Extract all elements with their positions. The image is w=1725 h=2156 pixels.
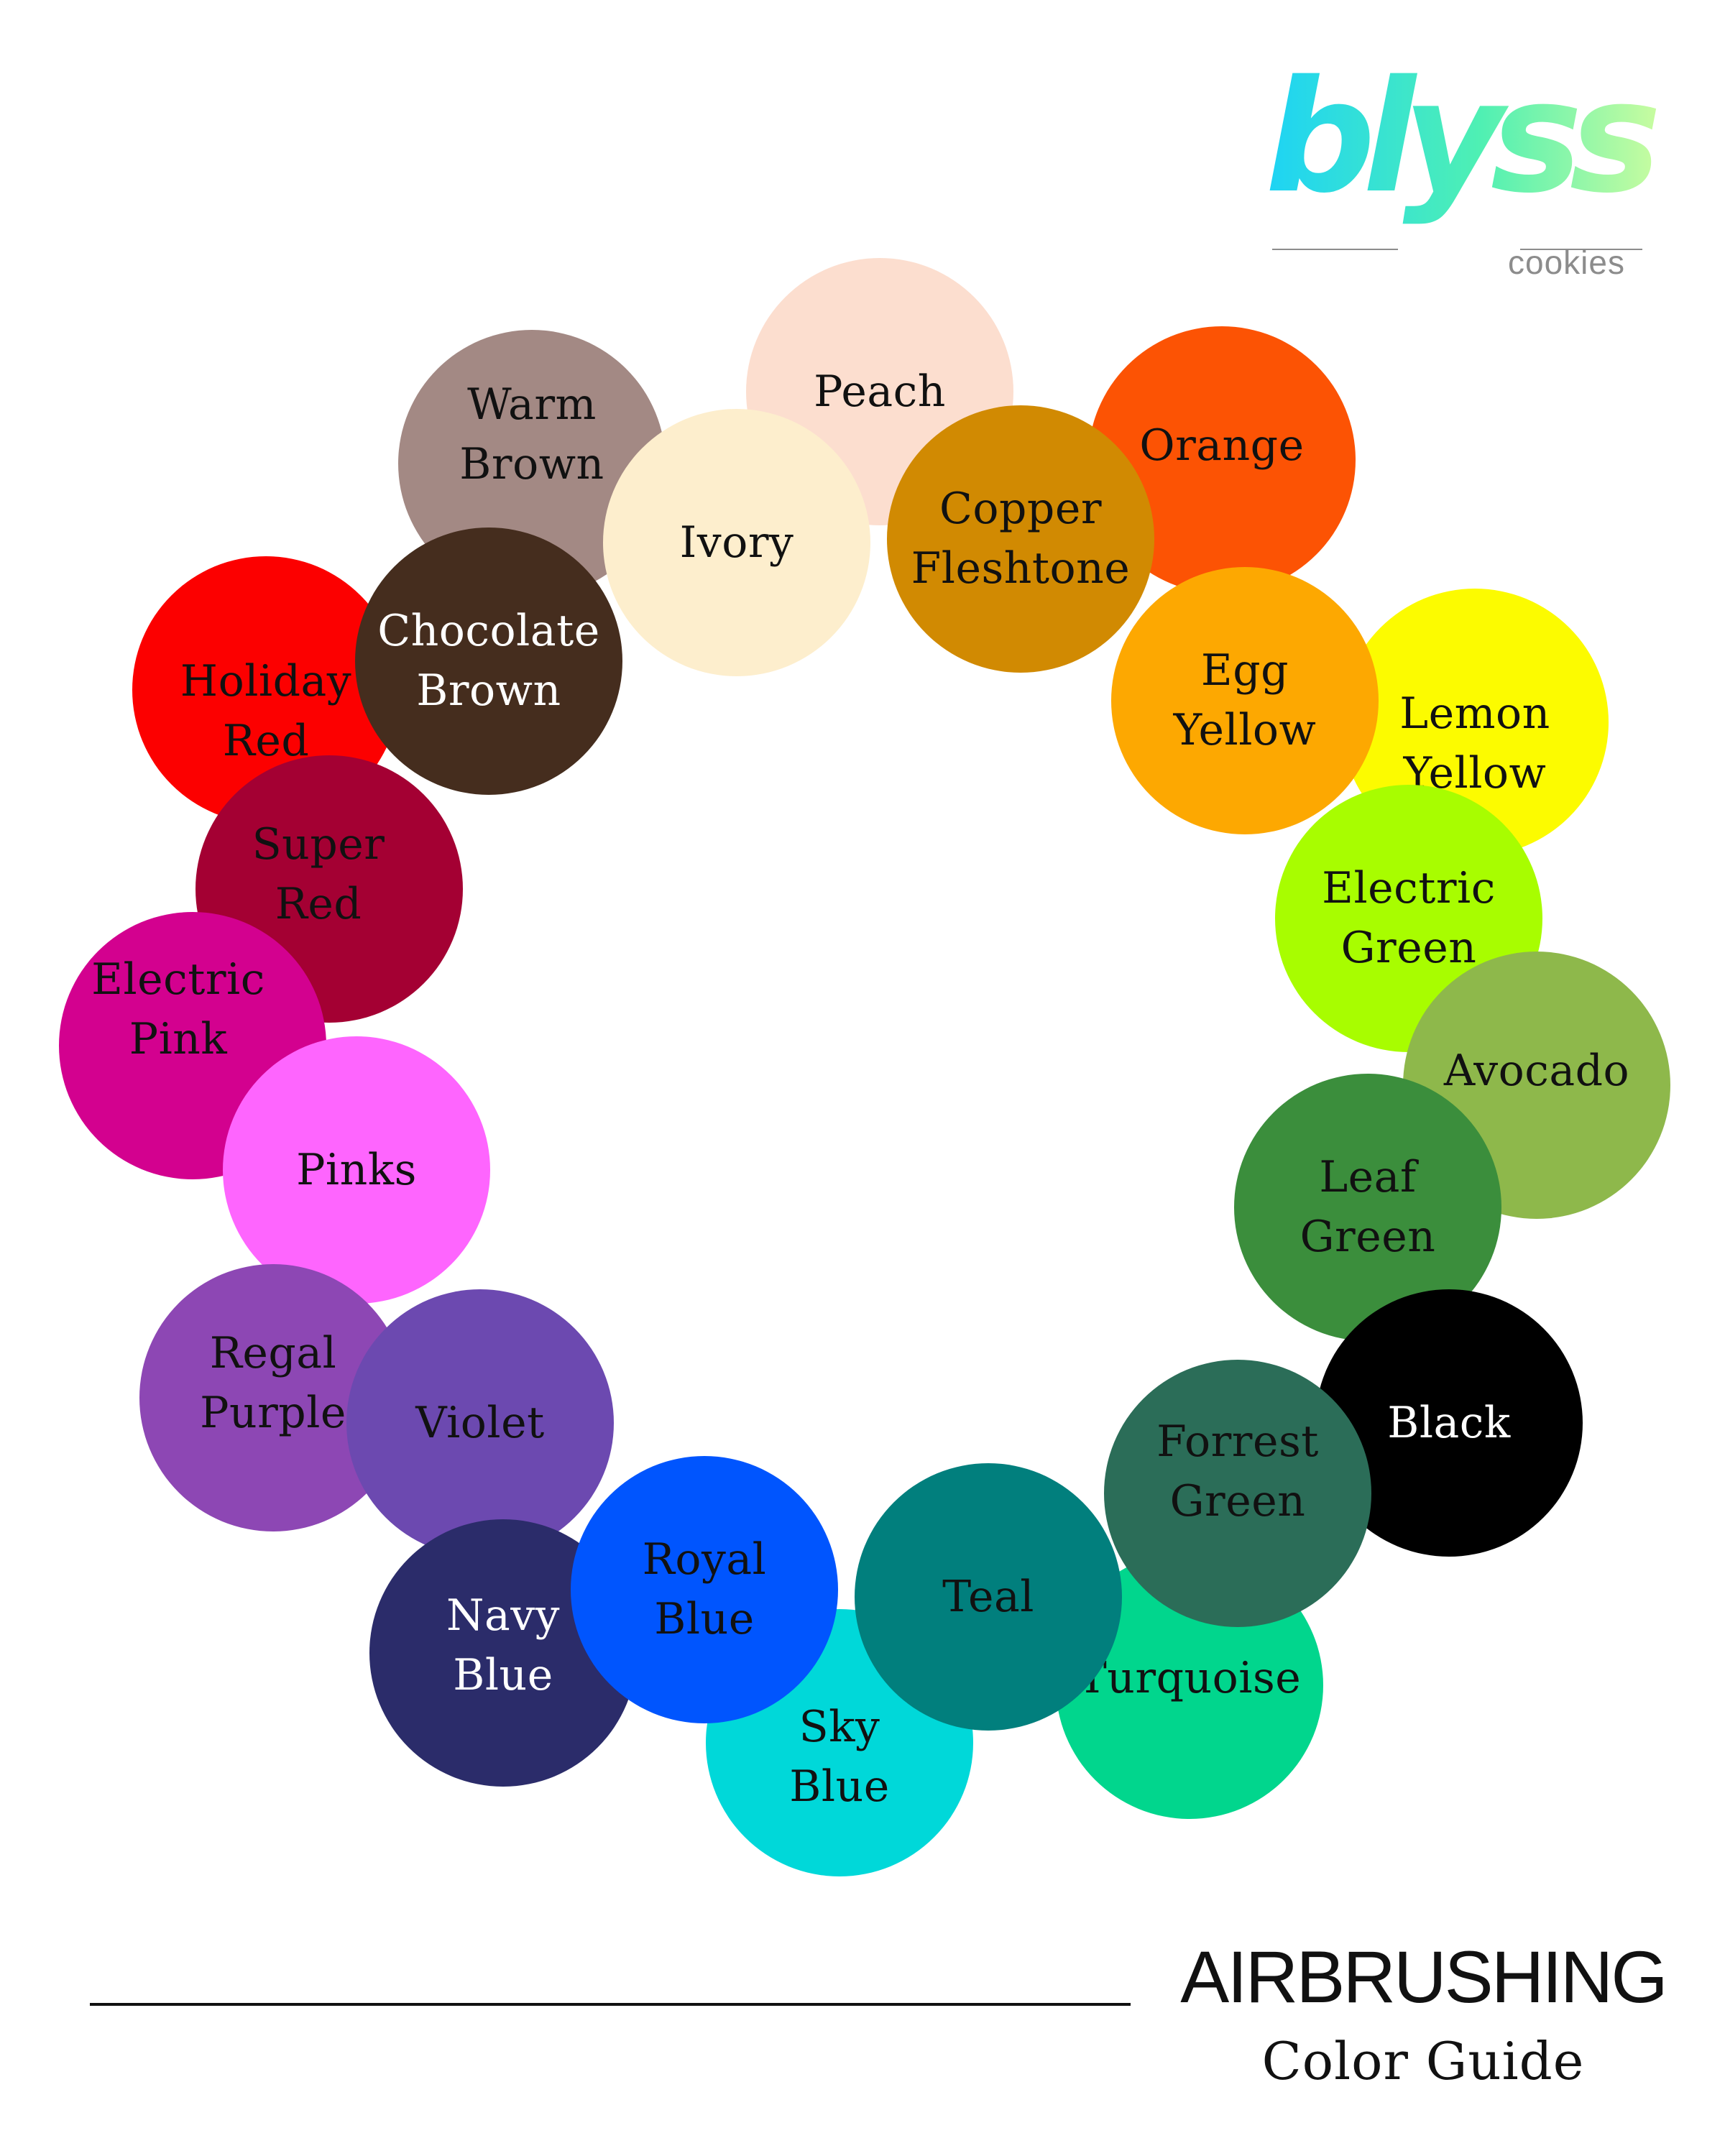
color-swatch-label: Electric Pink: [91, 954, 265, 1064]
color-swatch-label: Electric Green: [1322, 863, 1496, 973]
color-swatch-label: Navy Blue: [446, 1590, 561, 1700]
footer-subtitle: Color Guide: [1261, 2031, 1585, 2091]
color-swatch: Teal: [855, 1463, 1122, 1731]
color-swatch-label: Regal Purple: [200, 1328, 346, 1438]
color-swatch: Pinks: [223, 1036, 490, 1304]
blyss-cookies-logo: blyss blyss cookies: [1251, 43, 1668, 302]
color-swatch-label: Teal: [942, 1571, 1034, 1622]
blyss-logo-graphic: blyss: [1265, 47, 1668, 250]
footer-title: AIRBRUSHING: [1180, 1936, 1668, 2018]
color-swatch: Copper Fleshtone: [887, 405, 1154, 673]
color-swatch: Violet: [346, 1289, 614, 1557]
color-swatch: Egg Yellow: [1111, 567, 1379, 834]
color-swatch-label: Turquoise: [1077, 1652, 1302, 1703]
color-swatch-label: Egg Yellow: [1173, 645, 1317, 755]
color-swatch-label: Leaf Green: [1300, 1152, 1436, 1262]
color-swatch-label: Peach: [814, 366, 946, 417]
color-swatch-label: Ivory: [679, 517, 794, 568]
color-swatch-label: Pinks: [296, 1144, 417, 1195]
color-swatch-label: Orange: [1139, 420, 1305, 471]
color-swatch: Royal Blue: [571, 1456, 838, 1723]
color-swatch-label: Black: [1387, 1397, 1511, 1448]
color-swatch-label: Lemon Yellow: [1399, 688, 1550, 798]
color-swatch-label: Warm Brown: [459, 379, 604, 489]
color-swatch-label: Sky Blue: [789, 1702, 890, 1812]
svg-text:blyss: blyss: [1265, 47, 1657, 227]
color-swatch-label: Chocolate Brown: [377, 606, 600, 716]
color-swatch-label: Holiday Red: [180, 656, 352, 766]
footer-rule: [90, 2003, 1131, 2006]
logo-sub: cookies: [1508, 244, 1625, 281]
color-swatch-label: Forrest Green: [1156, 1416, 1319, 1526]
color-swatch-label: Copper Fleshtone: [911, 484, 1131, 594]
color-swatch-label: Violet: [415, 1397, 545, 1448]
color-swatch-label: Super Red: [252, 819, 385, 929]
color-swatch-label: Avocado: [1443, 1045, 1630, 1096]
color-swatch-label: Royal Blue: [642, 1534, 767, 1644]
color-swatch: Ivory: [603, 409, 870, 676]
color-swatch: Forrest Green: [1104, 1360, 1371, 1627]
color-swatch: Chocolate Brown: [355, 528, 622, 795]
